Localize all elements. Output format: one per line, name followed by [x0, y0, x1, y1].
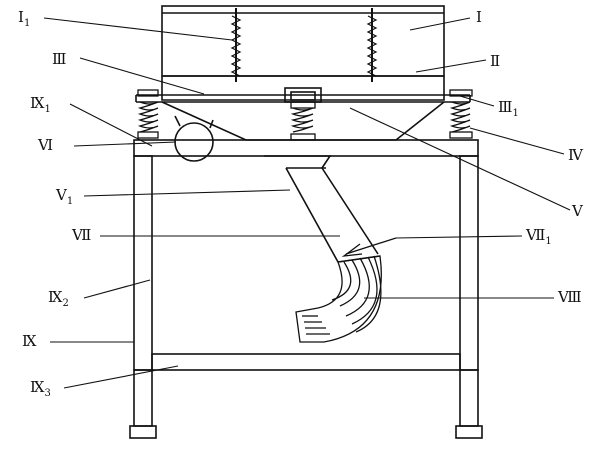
part-labels: Ⅰ1 Ⅰ Ⅱ Ⅲ Ⅸ1 Ⅲ1 Ⅵ Ⅳ Ⅴ1 Ⅴ Ⅶ Ⅶ1 Ⅸ2 Ⅷ Ⅸ Ⅸ3 [18, 8, 584, 399]
arrow-vii1 [341, 237, 397, 257]
label-I: Ⅰ [476, 8, 482, 26]
label-IV: Ⅳ [568, 146, 584, 164]
label-VI: Ⅵ [37, 136, 53, 154]
spring-right [449, 89, 473, 139]
discharge-chute [264, 155, 379, 263]
screen-bolts [230, 8, 378, 82]
label-II: Ⅱ [490, 52, 500, 70]
label-IX1: Ⅸ1 [30, 94, 51, 115]
label-IX2: Ⅸ2 [48, 288, 69, 309]
label-III1: Ⅲ1 [498, 98, 519, 119]
label-V: Ⅴ [571, 202, 584, 220]
label-III: Ⅲ [52, 50, 66, 68]
label-VII: Ⅶ [71, 226, 91, 244]
label-I1: Ⅰ1 [18, 8, 30, 29]
label-IX: Ⅸ [22, 332, 37, 350]
leader-lines [43, 17, 571, 389]
label-VII1: Ⅶ1 [525, 226, 552, 247]
label-IX3: Ⅸ3 [30, 378, 51, 399]
label-VIII: Ⅷ [557, 288, 582, 306]
label-V1: Ⅴ1 [55, 186, 73, 207]
screen-box [161, 5, 445, 77]
spring-left [137, 89, 159, 139]
